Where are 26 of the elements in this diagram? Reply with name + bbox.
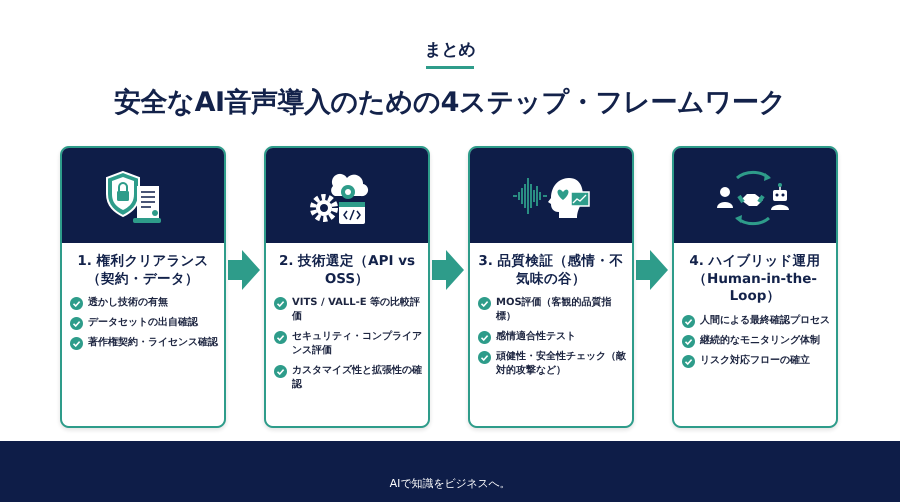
step-card: [60, 146, 226, 428]
checklist-item: 継続的なモニタリング体制: [700, 334, 820, 348]
step-heading: 4. ハイブリッド運用（Human-in-the-Loop）: [688, 253, 822, 306]
step-heading: 3. 品質検証（感情・不気味の谷）: [477, 253, 625, 288]
checklist-item: MOS評価（客観的品質指標）: [496, 296, 613, 324]
tagline: AIで知識をビジネスへ。: [388, 476, 512, 491]
checklist-item: 頑健性・安全性チェック（敵対的攻撃など）: [496, 350, 627, 378]
step-heading: 1. 権利クリアランス（契約・データ）: [76, 253, 210, 288]
step-card: [672, 146, 838, 428]
checklist-item: VITS / VALL-E 等の比較評価: [292, 296, 422, 324]
block-arrow: [636, 250, 668, 290]
checklist-item: 感情適合性テスト: [496, 330, 576, 344]
checklist-item: リスク対応フローの確立: [700, 354, 810, 368]
checklist-item: カスタマイズ性と拡張性の確認: [292, 364, 423, 392]
block-arrow: [432, 250, 464, 290]
step-card: [264, 146, 430, 428]
block-arrow: [228, 250, 260, 290]
main-title: 安全なAI音声導入のための4ステップ・フレームワーク: [113, 86, 787, 120]
checklist-item: データセットの出自確認: [88, 316, 198, 330]
step-card: [468, 146, 634, 428]
step-heading: 2. 技術選定（API vs OSS）: [278, 253, 416, 288]
checklist-item: 透かし技術の有無: [88, 296, 168, 310]
section-label: まとめ: [424, 39, 476, 61]
checklist-item: 人間による最終確認プロセス: [700, 314, 830, 328]
checklist-item: セキュリティ・コンプライアンス評価: [292, 330, 423, 358]
checklist-item: 著作権契約・ライセンス確認: [88, 336, 218, 350]
